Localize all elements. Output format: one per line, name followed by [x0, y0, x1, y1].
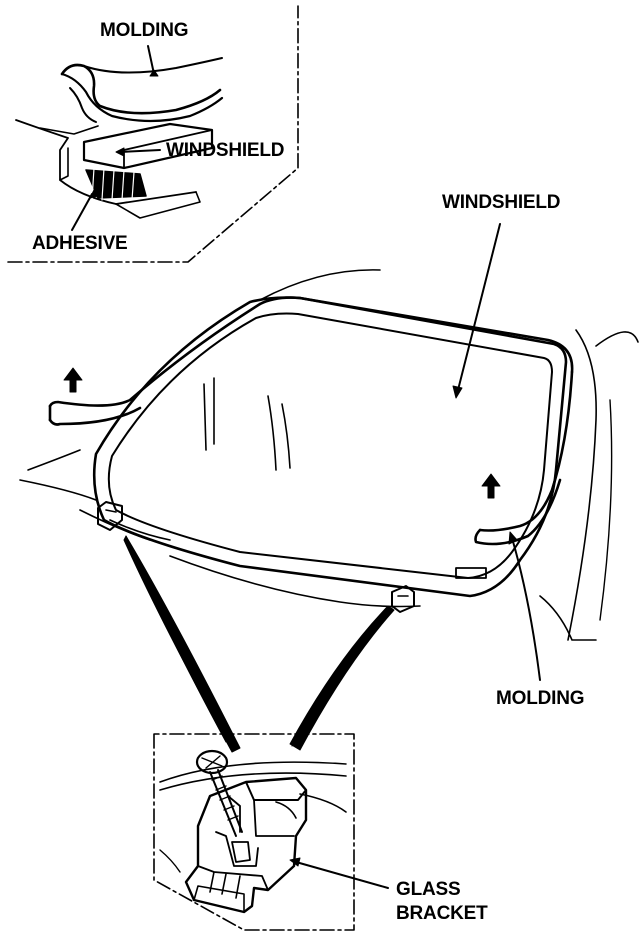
- inset-windshield-leader: [119, 149, 161, 153]
- windshield-molding-strip: [48, 296, 574, 546]
- inspection-sticker: [455, 567, 487, 579]
- windshield-leader: [457, 223, 501, 391]
- car-body: [19, 269, 639, 641]
- detail-frame: [153, 733, 355, 931]
- glass-bracket-leader: [295, 861, 389, 889]
- inset-frame: [7, 5, 299, 263]
- windshield-glass: [92, 296, 568, 598]
- inset-molding-leader: [147, 45, 155, 75]
- lift-arrow-right-icon: [481, 473, 501, 499]
- glass-bracket-label-line1: GLASS: [396, 879, 461, 900]
- bracket-body: [184, 776, 308, 914]
- inset-adhesive-label: ADHESIVE: [32, 233, 128, 254]
- molding-label: MOLDING: [496, 688, 585, 709]
- molding-leader: [511, 537, 541, 681]
- inset-molding-label: MOLDING: [100, 20, 189, 41]
- glass-clip: [97, 501, 123, 531]
- inset-adhesive-bead: [85, 169, 147, 199]
- lift-arrow-left-icon: [63, 367, 83, 393]
- glass-bracket-label-line2: BRACKET: [396, 903, 488, 924]
- inset-windshield-glass: [82, 122, 214, 170]
- screw-head-icon: [195, 749, 229, 775]
- molding-cross-section-inset: [7, 5, 299, 263]
- glass-bracket-detail: [153, 733, 389, 931]
- inset-molding-profile: [60, 63, 222, 115]
- screw-shank: [209, 769, 243, 837]
- glass-clip-lower: [391, 585, 415, 613]
- inset-adhesive-leader: [71, 193, 93, 231]
- inset-windshield-label: WINDSHIELD: [166, 140, 285, 161]
- windshield-label: WINDSHIELD: [442, 192, 561, 213]
